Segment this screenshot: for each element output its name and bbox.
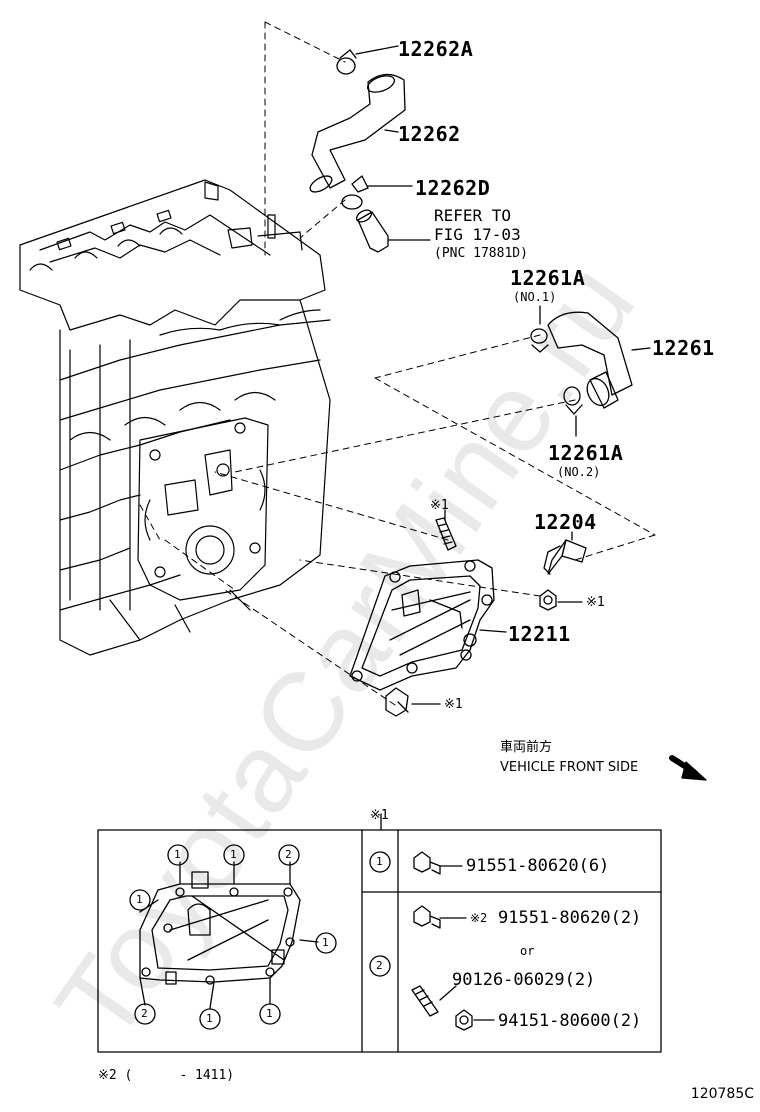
row1-key: 1	[376, 855, 383, 868]
label-12211: 12211	[508, 622, 571, 646]
mark-bolt: ※1	[444, 697, 463, 712]
table-stud	[411, 985, 457, 1017]
label-12262D: 12262D	[415, 176, 491, 200]
hose-12261	[547, 311, 651, 409]
table-bolt-1	[413, 851, 463, 875]
footnote: ※2 ( - 1411)	[98, 1068, 235, 1083]
gasket-callout: 1	[174, 848, 181, 861]
row2-mark: ※2	[470, 911, 488, 925]
label-12261A-no2: 12261A	[548, 441, 624, 465]
table-header-mark: ※1	[370, 808, 389, 823]
hose-12262	[309, 73, 406, 193]
front-side-en: VEHICLE FRONT SIDE	[500, 760, 639, 775]
clip-12261A-no2	[563, 386, 583, 437]
gasket-callout: 1	[206, 1012, 213, 1025]
label-12262: 12262	[398, 122, 461, 146]
table-bolt-2	[413, 905, 467, 929]
refer-note: REFER TO FIG 17-03 (PNC 17881D)	[434, 206, 528, 263]
refer-line1: REFER TO	[434, 206, 512, 225]
clip-12262A	[336, 45, 399, 75]
fastener-table	[97, 813, 662, 1053]
gasket-callout: 1	[136, 893, 143, 906]
mark-nut: ※1	[586, 595, 605, 610]
refer-line2: FIG 17-03	[434, 225, 521, 244]
row2-part-b: 90126-06029(2)	[452, 970, 596, 990]
label-12261: 12261	[652, 336, 715, 360]
label-12261A-no2-note: (NO.2)	[557, 465, 601, 479]
gasket-callout: 2	[141, 1007, 148, 1020]
stud-bolt	[435, 509, 457, 551]
figure-code: 120785C	[690, 1086, 754, 1102]
row1-part: 91551-80620(6)	[466, 856, 610, 876]
oil-pressure-switch-12204	[543, 531, 587, 575]
pcv-valve	[355, 209, 431, 253]
engine-block	[19, 179, 331, 656]
flange-bolt	[385, 687, 441, 717]
refer-line3: (PNC 17881D)	[434, 246, 528, 261]
row2-key: 2	[376, 959, 383, 972]
vehicle-front-side: 車両前方 VEHICLE FRONT SIDE	[500, 738, 638, 778]
row2-part-c: 94151-80600(2)	[498, 1011, 642, 1031]
gasket-callout: 1	[266, 1007, 273, 1020]
table-nut	[455, 1009, 495, 1031]
label-12261A-no1-note: (NO.1)	[513, 290, 557, 304]
cover-12211	[349, 559, 507, 691]
gasket-callout: 1	[322, 936, 329, 949]
label-12262A: 12262A	[398, 37, 474, 61]
gasket-callout: 2	[285, 848, 292, 861]
row2-or: or	[520, 944, 535, 958]
gasket-diagram	[129, 844, 337, 1030]
clip-12262D	[341, 175, 413, 210]
clip-12261A-no1	[530, 305, 549, 353]
label-12204: 12204	[534, 510, 597, 534]
row2-part-a: 91551-80620(2)	[498, 908, 642, 928]
front-arrow-icon	[669, 755, 707, 781]
gasket-callout: 1	[230, 848, 237, 861]
front-side-jp: 車両前方	[500, 740, 553, 755]
nut	[539, 589, 583, 611]
mark-stud: ※1	[430, 498, 449, 513]
label-12261A-no1: 12261A	[510, 266, 586, 290]
